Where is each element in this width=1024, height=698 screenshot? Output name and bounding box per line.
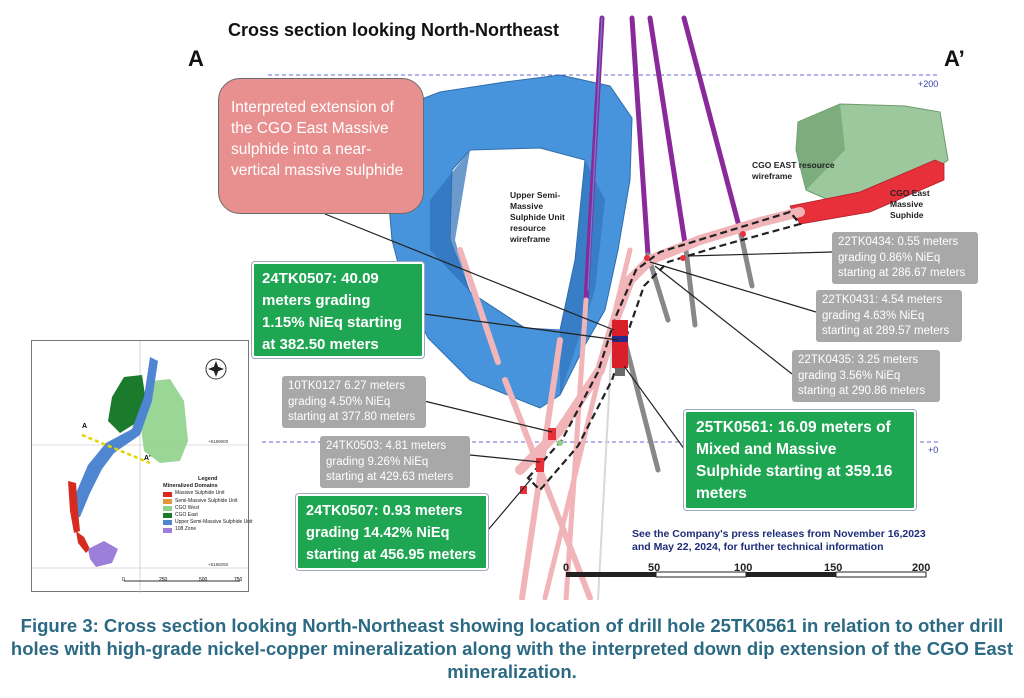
inset-section-a: A [82,423,88,430]
legend-item-108-zone: 108 Zone [163,526,253,533]
legend-label: Semi-Massive Sulphide Unit [175,497,238,504]
interpreted-extension-envelope [526,210,802,492]
legend-title: Legend [197,476,218,482]
legend-subtitle: Mineralized Domains [163,483,218,490]
inset-scale-0: 0 [122,577,125,583]
legend-swatch [163,498,172,504]
callout-25TK0561: 25TK0561: 16.09 meters of Mixed and Mass… [684,410,916,510]
interpreted-extension-callout: Interpreted extension of the CGO East Ma… [218,78,424,214]
legend-label: CGO East [175,512,198,519]
inset-legend: Legend Mineralized Domains Massive Sulph… [163,476,253,534]
legend-swatch [163,527,172,533]
intercept-markers [520,231,746,494]
legend-label: Massive Sulphide Unit [175,490,225,497]
callout-22TK0434: 22TK0434: 0.55 meters grading 0.86% NiEq… [832,232,978,284]
callout-10TK0127: 10TK0127 6.27 meters grading 4.50% NiEq … [282,376,426,428]
scale-tick-0: 0 [563,562,570,574]
scale-tick-100: 100 [734,562,753,574]
elevation-label-0: +0 [928,445,939,455]
callout-24TK0507-lower: 24TK0507: 0.93 meters grading 14.42% NiE… [296,494,488,570]
legend-item-upper-semi: Upper Semi-Massive Sulphide Unit [163,519,253,526]
leader-lines [324,213,833,531]
inset-scale-750: 750 [234,577,243,583]
legend-item-semi-massive: Semi-Massive Sulphide Unit [163,498,253,505]
elevation-label-200: +200 [918,79,939,89]
callout-24TK0507-upper: 24TK0507: 40.09 meters grading 1.15% NiE… [252,262,424,358]
section-title: Cross section looking North-Northeast [228,20,560,40]
legend-item-cgo-east: CGO East [163,512,253,519]
scale-tick-150: 150 [824,562,843,574]
inset-scale-250: 250 [159,577,168,583]
inset-scale-500: 500 [199,577,208,583]
inset-coord-bottom: +5168250 [208,562,229,567]
cgo-east-wireframe-label: CGO EAST resource wireframe [752,160,835,181]
inset-location-map: A A' +5169000 +5168250 0 250 500 750 [31,340,250,593]
inset-coord-top: +5169000 [208,439,229,444]
callout-22TK0435: 22TK0435: 3.25 meters grading 3.56% NiEq… [792,350,940,402]
section-start-label: A [188,46,204,71]
callout-22TK0431: 22TK0431: 4.54 meters grading 4.63% NiEq… [816,290,962,342]
upper-semi-massive-label: Upper Semi- Massive Sulphide Unit resour… [510,190,565,244]
cgo-east-wireframe-shade [796,104,845,190]
wireframe-shade [430,150,470,292]
figure-caption: Figure 3: Cross section looking North-No… [10,615,1014,682]
legend-label: CGO West [175,504,200,511]
cross-section-diagram [262,15,949,600]
cgo-east-massive-label: CGO East Massive Suphide [890,188,930,220]
legend-swatch [163,491,172,497]
legend-swatch [163,520,172,526]
legend-label: Upper Semi-Massive Sulphide Unit [175,519,253,526]
legend-swatch [163,505,172,511]
scale-tick-50: 50 [648,562,661,574]
scale-tick-200: 200 [912,562,931,574]
section-end-label: A’ [944,46,965,71]
wireframe-shade-2 [560,160,605,395]
scale-bar [566,571,927,578]
cgo-east-massive-sulphide [789,159,945,225]
callout-24TK0503: 24TK0503: 4.81 meters grading 9.26% NiEq… [320,436,470,488]
legend-item-cgo-west: CGO West [163,505,253,512]
inset-map-drawing [32,341,250,593]
press-release-note: See the Company's press releases from No… [632,528,926,553]
inset-section-a2: A' [144,455,151,462]
legend-swatch [163,513,172,519]
legend-label: 108 Zone [175,526,197,533]
legend-item-massive: Massive Sulphide Unit [163,490,253,497]
